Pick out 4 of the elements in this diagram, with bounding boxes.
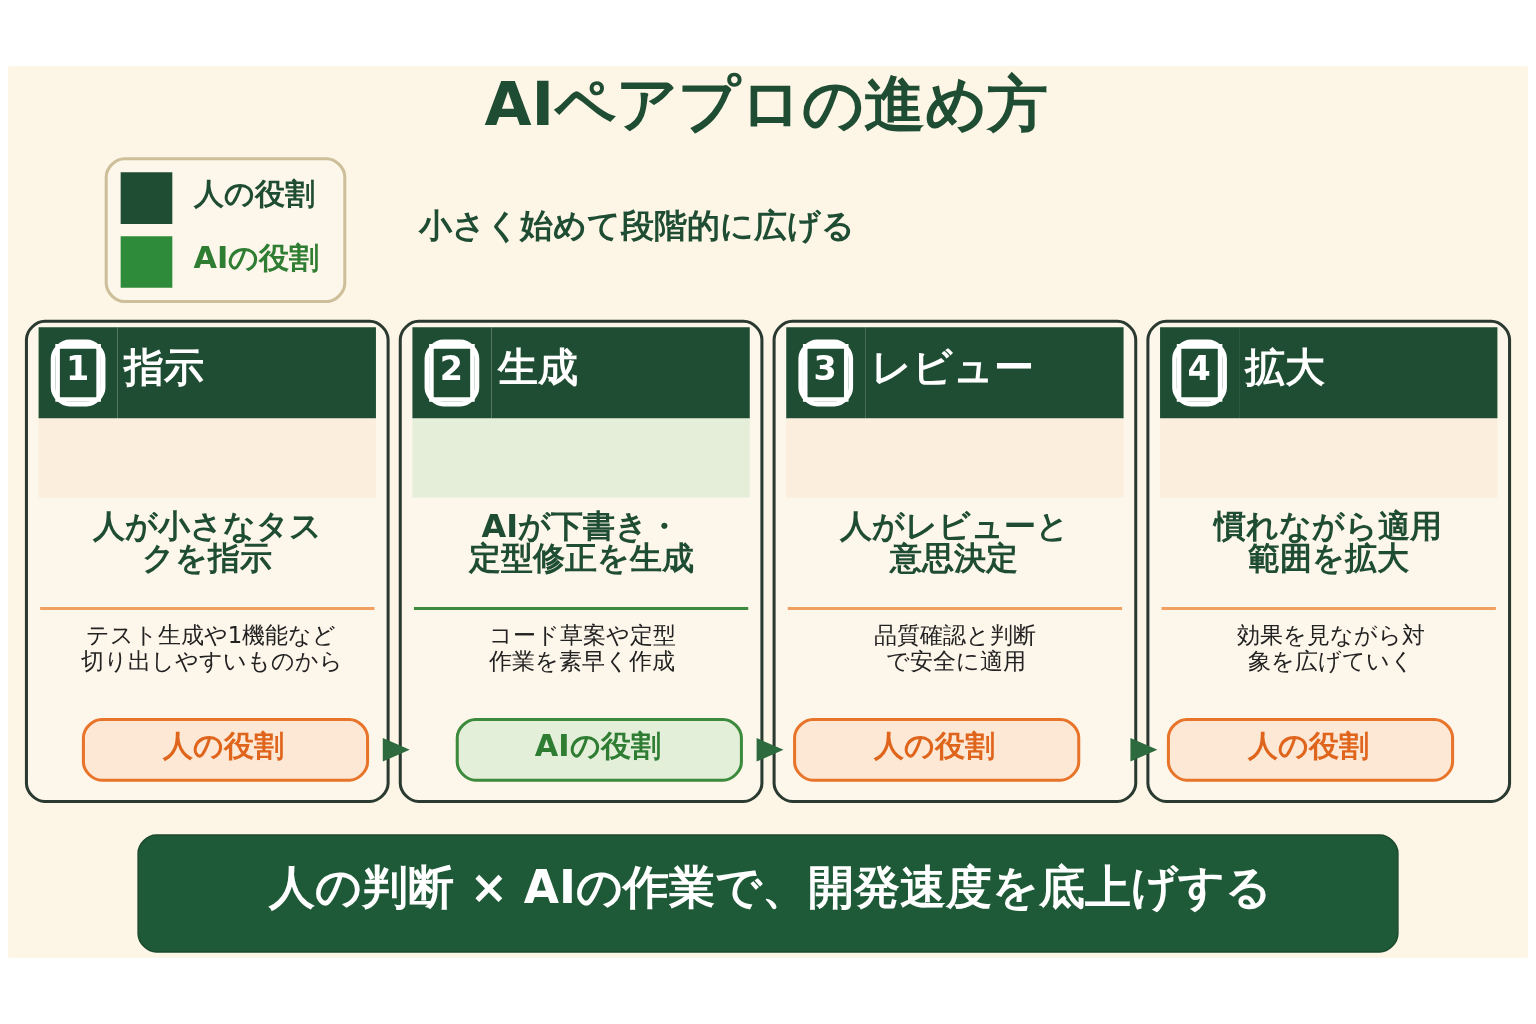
- label: 小さく始めて段階的に広げる: [419, 206, 856, 246]
- legend-label: AIの役割: [193, 240, 320, 276]
- diagram-title: AIペアプロの進め方: [484, 69, 1049, 140]
- legend-label: 人の役割: [193, 176, 315, 212]
